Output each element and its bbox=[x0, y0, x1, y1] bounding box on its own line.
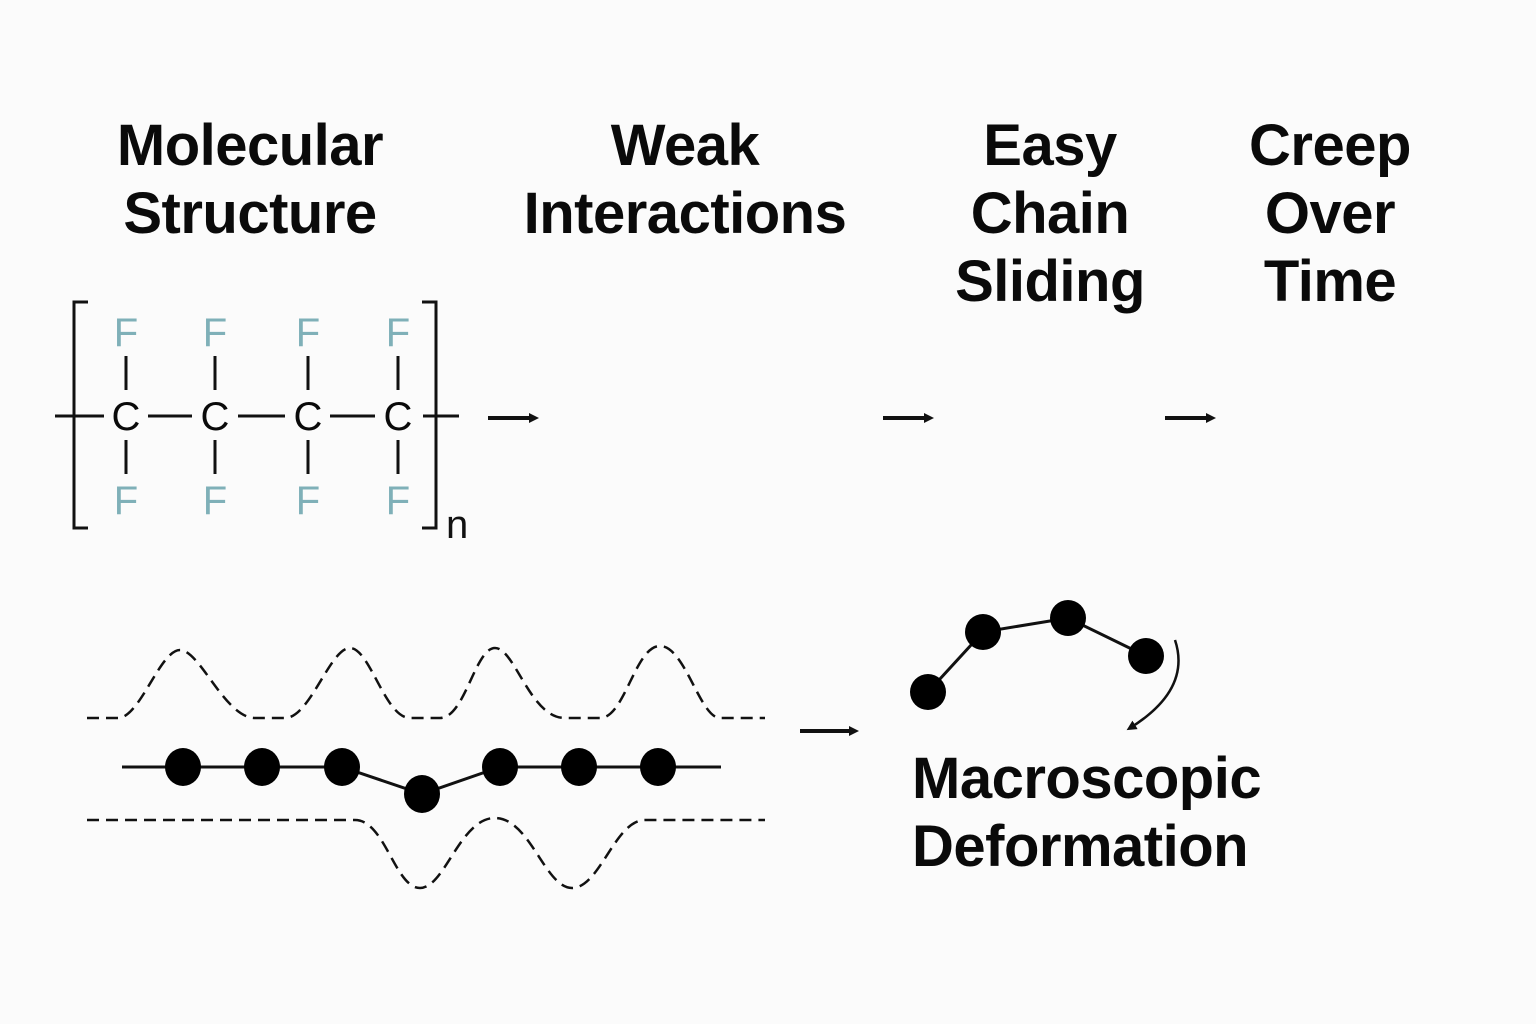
chain-bead bbox=[1050, 600, 1086, 636]
label-line: Structure bbox=[123, 181, 377, 246]
label-macroscopic-deformation: Macroscopic Deformation bbox=[912, 745, 1332, 881]
chain-bead bbox=[324, 748, 360, 786]
label-line: Macroscopic bbox=[912, 746, 1262, 811]
label-line: Molecular bbox=[116, 113, 384, 178]
carbon-atom: C bbox=[294, 395, 323, 439]
label-line: Over bbox=[1264, 181, 1396, 246]
label-creep-over-time: Creep Over Time bbox=[1210, 112, 1450, 316]
ptfe-structure bbox=[55, 300, 459, 530]
label-line: Interactions bbox=[523, 181, 847, 246]
chain-bead bbox=[640, 748, 676, 786]
chain-bead bbox=[165, 748, 201, 786]
carbon-atom: C bbox=[384, 395, 413, 439]
deformed-chain bbox=[910, 600, 1180, 731]
chain-bead bbox=[965, 614, 1001, 650]
chain-bead bbox=[910, 674, 946, 710]
fluorine-atom-bottom: F bbox=[203, 479, 227, 523]
deformed-chain-backbone bbox=[926, 616, 1147, 694]
label-line: Creep bbox=[1249, 113, 1411, 178]
carbon-atom: C bbox=[112, 395, 141, 439]
repeat-subscript: n bbox=[446, 503, 468, 547]
label-molecular-structure: Molecular Structure bbox=[80, 112, 420, 248]
chain-bead bbox=[1128, 638, 1164, 674]
chain-bead bbox=[561, 748, 597, 786]
label-line: Sliding bbox=[955, 249, 1145, 314]
label-easy-chain-sliding: Easy Chain Sliding bbox=[920, 112, 1180, 316]
curved-arrow-icon bbox=[1126, 639, 1180, 731]
label-line: Easy bbox=[983, 113, 1117, 178]
carbon-atom: C bbox=[201, 395, 230, 439]
label-line: Chain bbox=[970, 181, 1130, 246]
upper-dashed-boundary bbox=[87, 644, 765, 720]
sliding-chain bbox=[122, 748, 721, 813]
chain-bead bbox=[404, 775, 440, 813]
fluorine-atom-top: F bbox=[114, 311, 138, 355]
lower-dashed-boundary bbox=[87, 816, 765, 890]
fluorine-atom-bottom: F bbox=[386, 479, 410, 523]
fluorine-atom-top: F bbox=[296, 311, 320, 355]
label-line: Time bbox=[1263, 249, 1397, 314]
fluorine-atom-bottom: F bbox=[296, 479, 320, 523]
label-line: Deformation bbox=[912, 814, 1249, 879]
label-line: Weak bbox=[610, 113, 760, 178]
fluorine-atom-bottom: F bbox=[114, 479, 138, 523]
fluorine-atom-top: F bbox=[386, 311, 410, 355]
fluorine-atom-top: F bbox=[203, 311, 227, 355]
label-weak-interactions: Weak Interactions bbox=[490, 112, 880, 248]
chain-bead bbox=[244, 748, 280, 786]
chain-bead bbox=[482, 748, 518, 786]
